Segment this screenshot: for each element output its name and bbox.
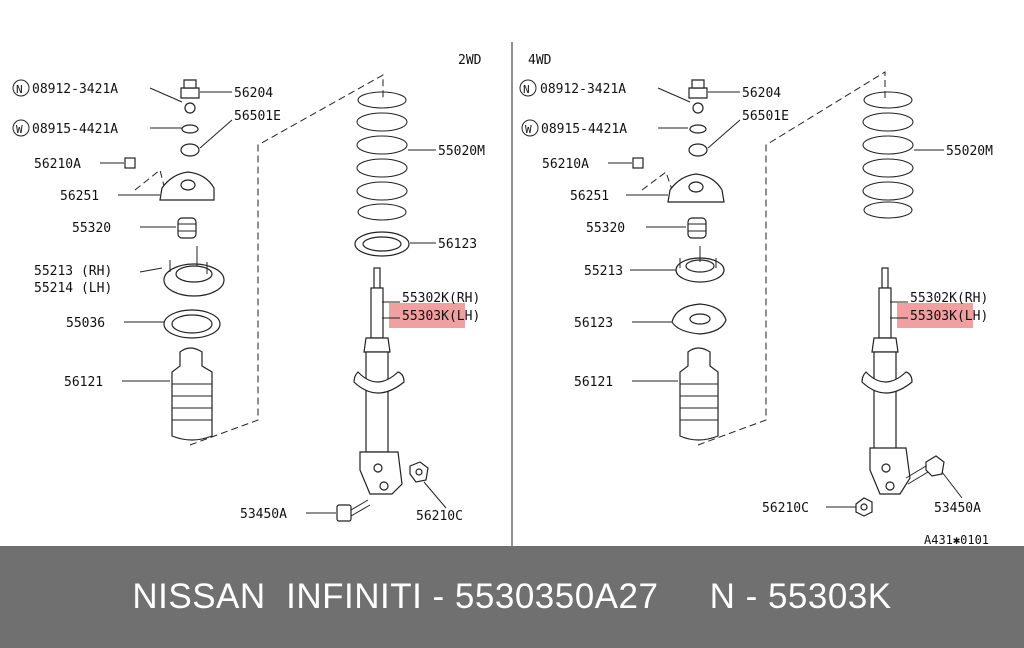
left-label-w-part: 08915-4421A — [32, 122, 118, 137]
left-label-56210a: 56210A — [34, 157, 81, 172]
right-header: 4WD — [528, 53, 552, 68]
parts-diagram: 2WD N 08912-3421A W 08915-4421A 56204 56… — [12, 42, 994, 546]
left-dashed-frame — [189, 74, 384, 446]
right-dashed-guide — [641, 171, 673, 191]
left-label-n-part: 08912-3421A — [32, 82, 118, 97]
left-label-56210c: 56210C — [416, 509, 463, 524]
left-label-55320: 55320 — [72, 221, 111, 236]
left-strut-shape — [353, 267, 405, 495]
right-label-56210c: 56210C — [762, 501, 809, 516]
right-label-strut-lh: 55303K(LH) — [910, 309, 988, 324]
highlight-right — [897, 303, 973, 328]
left-label-53450a: 53450A — [240, 507, 287, 522]
footer-bar: NISSAN INFINITI - 5530350A27 N - 55303K — [0, 546, 1024, 648]
left-label-strut-rh: 55302K(RH) — [402, 291, 480, 306]
right-n-mark: N — [523, 83, 530, 96]
left-label-55214: 55214 (LH) — [34, 281, 112, 296]
left-label-56123: 56123 — [438, 237, 477, 252]
right-label-56204: 56204 — [742, 86, 781, 101]
right-label-56210a: 56210A — [542, 157, 589, 172]
right-label-53450a: 53450A — [934, 501, 981, 516]
left-w-mark-circle — [12, 119, 30, 137]
left-dashed-guide — [134, 169, 166, 191]
left-label-56204: 56204 — [234, 86, 273, 101]
left-spring-shape — [356, 91, 408, 221]
right-label-55213: 55213 — [584, 264, 623, 279]
right-label-56121: 56121 — [574, 375, 613, 390]
left-header: 2WD — [458, 53, 482, 68]
highlight-left — [389, 303, 465, 328]
right-label-55020m: 55020M — [946, 144, 993, 159]
right-ref-code: A431✱0101 — [924, 533, 989, 546]
right-label-55320: 55320 — [586, 221, 625, 236]
left-label-55020m: 55020M — [438, 144, 485, 159]
right-strut-shape — [861, 267, 913, 495]
right-panel: 4WD N 08912-3421A W 08915-4421A 56204 56… — [519, 53, 993, 546]
left-n-mark-circle — [12, 79, 30, 97]
right-spring-shape — [862, 91, 914, 219]
right-w-mark-circle — [521, 119, 539, 137]
left-label-56501e: 56501E — [234, 109, 281, 124]
left-w-mark: W — [16, 123, 23, 136]
left-label-55036: 55036 — [66, 316, 105, 331]
left-label-56251: 56251 — [60, 189, 99, 204]
left-nut-56204-shape — [180, 87, 200, 99]
left-panel: 2WD N 08912-3421A W 08915-4421A 56204 56… — [12, 53, 485, 524]
left-label-strut-lh: 55303K(LH) — [402, 309, 480, 324]
right-w-mark: W — [525, 123, 532, 136]
right-label-56123: 56123 — [574, 316, 613, 331]
left-n-mark: N — [16, 83, 23, 96]
left-label-55213: 55213 (RH) — [34, 264, 112, 279]
right-label-56501e: 56501E — [742, 109, 789, 124]
right-label-strut-rh: 55302K(RH) — [910, 291, 988, 306]
right-dashed-frame — [697, 71, 886, 446]
left-label-56121: 56121 — [64, 375, 103, 390]
right-label-w-part: 08915-4421A — [541, 122, 627, 137]
footer-part-numbers: NISSAN INFINITI - 5530350A27 N - 55303K — [132, 577, 892, 616]
right-n-mark-circle — [519, 79, 537, 97]
left-boot-shape — [171, 347, 213, 441]
right-label-n-part: 08912-3421A — [540, 82, 626, 97]
right-label-56251: 56251 — [570, 189, 609, 204]
